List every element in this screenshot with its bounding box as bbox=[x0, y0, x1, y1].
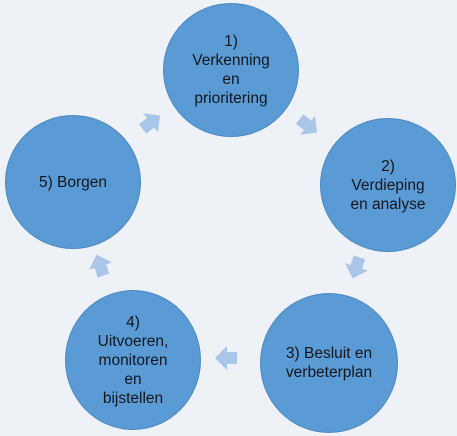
step-4-label: 4) Uitvoeren, monitoren en bijstellen bbox=[97, 313, 169, 407]
arrow-2-to-3 bbox=[344, 255, 368, 279]
arrow-3-to-4 bbox=[215, 346, 237, 370]
step-4-node: 4) Uitvoeren, monitoren en bijstellen bbox=[65, 290, 201, 430]
step-2-node: 2) Verdieping en analyse bbox=[320, 118, 456, 252]
step-5-node: 5) Borgen bbox=[5, 115, 141, 249]
step-5-label: 5) Borgen bbox=[38, 173, 108, 191]
step-1-label: 1) Verkenning en prioritering bbox=[192, 33, 270, 107]
arrow-5-to-1 bbox=[139, 113, 161, 134]
arrow-1-to-2 bbox=[296, 114, 318, 135]
step-2-label: 2) Verdieping en analyse bbox=[350, 157, 426, 213]
step-1-node: 1) Verkenning en prioritering bbox=[163, 3, 299, 137]
step-3-label: 3) Besluit en verbeterplan bbox=[285, 345, 373, 381]
step-3-node: 3) Besluit en verbeterplan bbox=[260, 293, 398, 433]
arrow-4-to-5 bbox=[88, 254, 112, 278]
